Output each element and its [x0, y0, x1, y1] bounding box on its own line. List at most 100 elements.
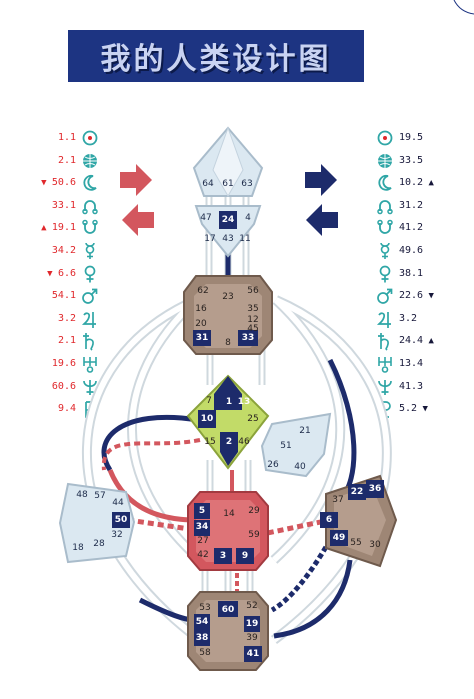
gate-line-number: 41.3 [399, 380, 424, 392]
personality-gate-value: 33.5 [399, 154, 423, 168]
uranus-icon [378, 356, 392, 373]
gate-56: 56 [247, 286, 259, 296]
gate-12: 12 [247, 315, 258, 325]
arrow-bottom-left-icon [122, 204, 154, 236]
design-row-mercury: 34.2 [0, 241, 100, 264]
design-row-moon: ▼ 50.6 [0, 173, 100, 196]
mars-icon [82, 288, 98, 305]
gate-58: 58 [199, 648, 211, 658]
venus-icon [84, 265, 96, 283]
gate-7: 7 [206, 396, 212, 406]
sun-icon [82, 130, 98, 146]
gate-22: 22 [351, 487, 364, 497]
gate-38: 38 [196, 633, 209, 643]
gate-34: 34 [196, 522, 209, 532]
gate-9: 9 [242, 551, 248, 561]
gate-18: 18 [72, 543, 84, 553]
gate-57: 57 [94, 491, 105, 501]
up-arrow-icon: ▲ [41, 223, 52, 234]
gate-21: 21 [299, 426, 310, 436]
gate-45: 45 [247, 324, 258, 334]
gate-26: 26 [267, 460, 279, 470]
gate-line-number: 54.1 [51, 290, 76, 302]
gate-11: 11 [239, 234, 250, 244]
design-arrows [120, 164, 154, 236]
design-gate-value: ▼ 6.6 [47, 267, 76, 281]
gate-46: 46 [238, 437, 250, 447]
design-row-neptune: 60.6 [0, 377, 100, 400]
personality-gate-value: 3.2 [399, 312, 417, 326]
earth-icon [378, 153, 392, 168]
arrow-top-right-icon [305, 164, 337, 196]
south-node-icon [377, 220, 393, 235]
personality-row-venus: 38.1 [375, 264, 474, 287]
gate-44: 44 [112, 498, 124, 508]
gate-line-number: 38.1 [399, 267, 424, 279]
gate-line-number: 6.6 [57, 267, 76, 279]
gate-line-number: 3.2 [399, 312, 418, 324]
design-gate-value: 1.1 [58, 131, 76, 145]
gate-31: 31 [196, 333, 209, 343]
personality-gate-value: 22.6 ▼ [399, 289, 434, 303]
gate-32: 32 [111, 530, 122, 540]
gate-49: 49 [333, 533, 346, 543]
gate-41: 41 [247, 649, 260, 659]
arrow-top-left-icon [120, 164, 152, 196]
personality-gate-value: 10.2 ▲ [399, 176, 434, 190]
ajna-center [194, 205, 262, 258]
gate-59: 59 [248, 530, 260, 540]
gate-28: 28 [93, 539, 105, 549]
gate-61: 61 [222, 179, 233, 189]
personality-gate-value: 13.4 [399, 357, 423, 371]
gate-line-number: 2.1 [57, 335, 76, 347]
design-row-sun: 1.1 [0, 128, 100, 151]
gate-line-number: 19.5 [399, 132, 424, 143]
design-gate-value: 3.2 [58, 312, 76, 326]
heart-center [260, 412, 332, 478]
gate-64: 64 [202, 179, 214, 189]
personality-gate-value: 31.2 [399, 199, 423, 213]
gate-line-number: 24.4 [399, 335, 424, 347]
gate-line-number: 33.5 [399, 154, 424, 166]
gate-50: 50 [115, 515, 128, 525]
gate-line-number: 31.2 [399, 199, 424, 211]
north-node-icon [377, 199, 393, 215]
personality-row-jupiter: 3.2 [375, 309, 474, 332]
mars-icon [377, 288, 393, 305]
personality-row-neptune: 41.3 [375, 377, 474, 400]
mercury-icon [380, 242, 390, 259]
moon-icon [83, 175, 97, 191]
gate-40: 40 [294, 462, 306, 472]
gate-line-number: 41.2 [399, 222, 424, 234]
design-gate-value: 19.6 [52, 357, 76, 371]
gate-line-number: 1.1 [57, 132, 76, 143]
gate-line-number: 9.4 [57, 403, 76, 415]
personality-gate-value: 5.2 ▼ [399, 402, 428, 416]
design-gate-value: 2.1 [58, 334, 76, 348]
personality-gate-value: 24.4 ▲ [399, 334, 434, 348]
gate-line-number: 60.6 [51, 380, 76, 392]
gate-23: 23 [222, 292, 233, 302]
design-gate-value: ▼ 50.6 [41, 176, 76, 190]
design-row-saturn: 2.1 [0, 331, 100, 354]
title-banner: 我的人类设计图 [68, 30, 364, 82]
neptune-icon [378, 379, 392, 395]
gate-19: 19 [246, 619, 259, 629]
design-row-venus: ▼ 6.6 [0, 264, 100, 287]
gate-27: 27 [197, 536, 208, 546]
neptune-icon [83, 379, 97, 395]
gate-55: 55 [350, 538, 361, 548]
gate-33: 33 [242, 333, 255, 343]
gate-47: 47 [200, 213, 211, 223]
jupiter-icon [376, 311, 391, 328]
personality-gate-value: 41.3 [399, 380, 423, 394]
gate-line-number: 50.6 [51, 177, 76, 189]
north-node-icon [82, 199, 98, 215]
channel-loops-inner [83, 297, 390, 643]
design-gate-value: 60.6 [52, 380, 76, 394]
earth-icon [83, 153, 97, 168]
personality-gate-value: 41.2 [399, 221, 423, 235]
